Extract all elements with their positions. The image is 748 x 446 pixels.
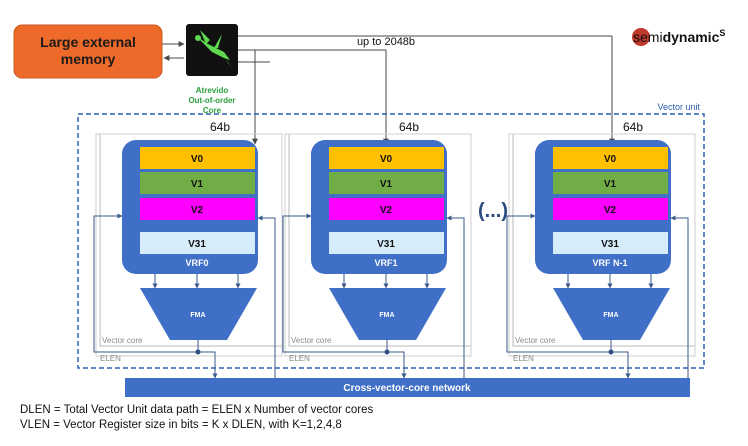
register-label: V2 — [191, 205, 204, 216]
core-to-network-line — [611, 351, 631, 379]
register-label: V31 — [601, 239, 619, 250]
writeback-line — [282, 213, 387, 353]
external-memory-block: Large external memory — [13, 24, 163, 79]
fma-unit — [140, 288, 257, 340]
fma-label: FMA — [190, 312, 205, 319]
writeback-line — [506, 213, 611, 353]
wasp-logo-icon — [195, 30, 232, 68]
more-cores-ellipsis: (...) — [478, 200, 508, 222]
core-to-network-line — [198, 351, 218, 379]
memory-label-line1: Large external — [40, 34, 136, 50]
brand-mark-icon — [632, 28, 650, 46]
fma-unit — [553, 288, 670, 340]
core-label-line1: Atrevido — [196, 86, 229, 95]
brand-superscript: S — [719, 28, 725, 38]
vrf-label: VRF1 — [374, 258, 397, 268]
register-v2 — [329, 198, 444, 220]
top-data-bus — [238, 35, 615, 145]
register-label: V1 — [604, 179, 617, 190]
writeback-line — [93, 213, 198, 353]
register-label: V2 — [380, 205, 393, 216]
register-v31 — [553, 232, 668, 254]
elen-frame — [284, 133, 472, 357]
register-v2 — [140, 198, 255, 220]
vrf-label: VRF N-1 — [592, 258, 627, 268]
register-label: V31 — [188, 239, 206, 250]
vector-core-label: Vector core — [515, 336, 556, 345]
vector-unit-frame — [77, 113, 705, 369]
vrf-label: VRF0 — [185, 258, 208, 268]
core-width-label: 64b — [210, 120, 230, 134]
elen-label: ELEN — [513, 354, 534, 363]
brand-prefix: semi — [633, 29, 663, 45]
elen-frame — [95, 133, 283, 357]
network-to-core-line — [670, 215, 689, 378]
register-label: V2 — [604, 205, 617, 216]
vector-core-label: Vector core — [102, 336, 143, 345]
cross-vector-core-network: Cross-vector-core network — [125, 378, 690, 397]
elen-frame — [508, 133, 696, 357]
core-label-line3: Core — [203, 106, 222, 115]
register-label: V0 — [604, 154, 617, 165]
core-width-label: 64b — [623, 120, 643, 134]
elen-label: ELEN — [289, 354, 310, 363]
register-v31 — [329, 232, 444, 254]
footnote-dlen: DLEN = Total Vector Unit data path = ELE… — [20, 404, 374, 416]
bus-width-label: up to 2048b — [357, 36, 415, 48]
atrevido-core-block: Atrevido Out-of-order Core — [186, 24, 238, 115]
register-v2 — [553, 198, 668, 220]
svg-text:semidynamicS: semidynamicS — [633, 28, 725, 45]
network-to-core-line — [446, 215, 465, 378]
network-label: Cross-vector-core network — [343, 383, 471, 394]
fma-label: FMA — [379, 312, 394, 319]
memory-label-line2: memory — [61, 51, 116, 67]
core-label-line2: Out-of-order — [188, 96, 235, 105]
register-label: V31 — [377, 239, 395, 250]
register-v1 — [140, 172, 255, 194]
register-label: V0 — [380, 154, 393, 165]
core-to-network-line — [387, 351, 407, 379]
semidynamics-logo: semidynamicS — [632, 28, 725, 46]
vector-unit-label: Vector unit — [657, 102, 700, 112]
register-v1 — [329, 172, 444, 194]
fma-unit — [329, 288, 446, 340]
core-width-label: 64b — [399, 120, 419, 134]
register-v0 — [140, 147, 255, 169]
register-label: V0 — [191, 154, 204, 165]
register-label: V1 — [380, 179, 393, 190]
register-v1 — [553, 172, 668, 194]
footnote-vlen: VLEN = Vector Register size in bits = K … — [20, 419, 342, 431]
brand-name: dynamic — [663, 29, 720, 45]
network-to-core-line — [257, 215, 276, 378]
register-label: V1 — [191, 179, 204, 190]
register-v0 — [553, 147, 668, 169]
register-v0 — [329, 147, 444, 169]
fma-label: FMA — [603, 312, 618, 319]
vector-core-label: Vector core — [291, 336, 332, 345]
register-v31 — [140, 232, 255, 254]
elen-label: ELEN — [100, 354, 121, 363]
